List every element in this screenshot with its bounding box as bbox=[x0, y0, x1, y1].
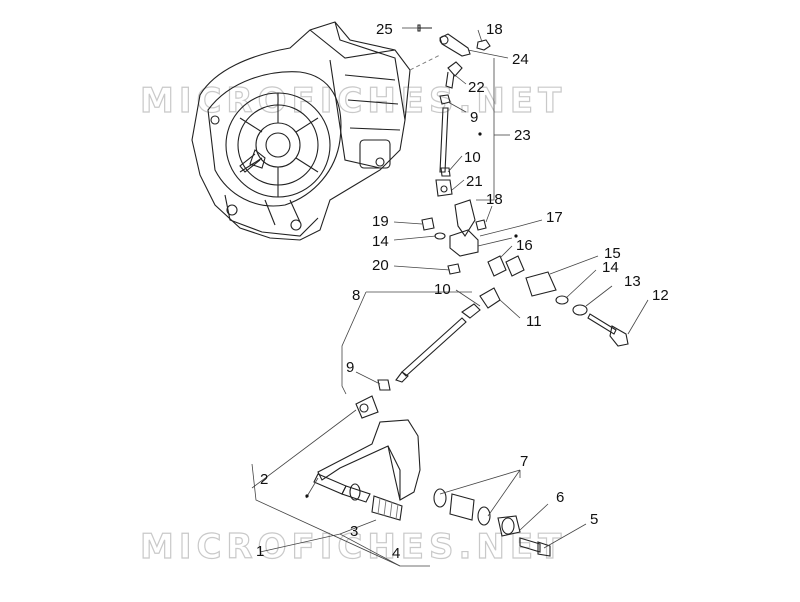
callout-4: 4 bbox=[392, 545, 400, 562]
reference-dot-23 bbox=[478, 132, 482, 136]
callout-9: 9 bbox=[470, 109, 478, 126]
gearbox-housing bbox=[191, 21, 441, 241]
callout-24: 24 bbox=[512, 51, 529, 68]
callout-11: 11 bbox=[526, 313, 542, 330]
callout-18-lower: 18 bbox=[486, 191, 503, 208]
callout-25: 25 bbox=[376, 21, 393, 38]
callout-15: 15 bbox=[604, 245, 621, 262]
callout-18: 18 bbox=[486, 21, 503, 38]
callout-20: 20 bbox=[372, 257, 389, 274]
shift-rod bbox=[377, 287, 501, 391]
callout-10: 10 bbox=[464, 149, 481, 166]
callout-1: 1 bbox=[256, 543, 264, 560]
callout-22: 22 bbox=[468, 79, 485, 96]
leader-lines bbox=[251, 27, 649, 567]
callout-8: 8 bbox=[352, 287, 360, 304]
callout-7: 7 bbox=[520, 453, 528, 470]
callout-13: 13 bbox=[624, 273, 641, 290]
callout-10-lower: 10 bbox=[434, 281, 451, 298]
callout-16: 16 bbox=[516, 237, 533, 254]
callout-19: 19 bbox=[372, 213, 389, 230]
top-linkage bbox=[417, 24, 629, 347]
reference-dot-2 bbox=[305, 494, 309, 498]
watermark-bottom: MICROFICHES.NET bbox=[140, 527, 566, 567]
callout-3: 3 bbox=[350, 523, 358, 540]
callout-14-right: 14 bbox=[602, 259, 619, 276]
callout-9-lower: 9 bbox=[346, 359, 354, 376]
callout-12: 12 bbox=[652, 287, 669, 304]
gear-pedal-assembly bbox=[313, 395, 551, 557]
reference-dot-17 bbox=[514, 234, 518, 238]
callout-23: 23 bbox=[514, 127, 531, 144]
callout-14: 14 bbox=[372, 233, 389, 250]
callout-2: 2 bbox=[260, 471, 268, 488]
watermark-top: MICROFICHES.NET bbox=[140, 81, 566, 121]
callout-21: 21 bbox=[466, 173, 483, 190]
callout-17: 17 bbox=[546, 209, 563, 226]
callout-labels: 25 18 24 22 9 23 10 21 18 17 19 14 16 20… bbox=[256, 21, 669, 562]
callout-5: 5 bbox=[590, 511, 598, 528]
callout-6: 6 bbox=[556, 489, 564, 506]
